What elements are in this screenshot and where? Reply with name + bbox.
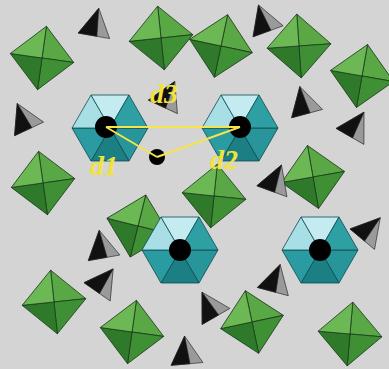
tetrahedra [3, 0, 389, 365]
distance-label: d2 [210, 146, 238, 174]
coordination-polyhedra [72, 95, 358, 283]
cations [95, 116, 331, 261]
octahedra [6, 3, 389, 369]
distance-label: d3 [150, 80, 178, 108]
distance-label: d1 [90, 152, 118, 180]
